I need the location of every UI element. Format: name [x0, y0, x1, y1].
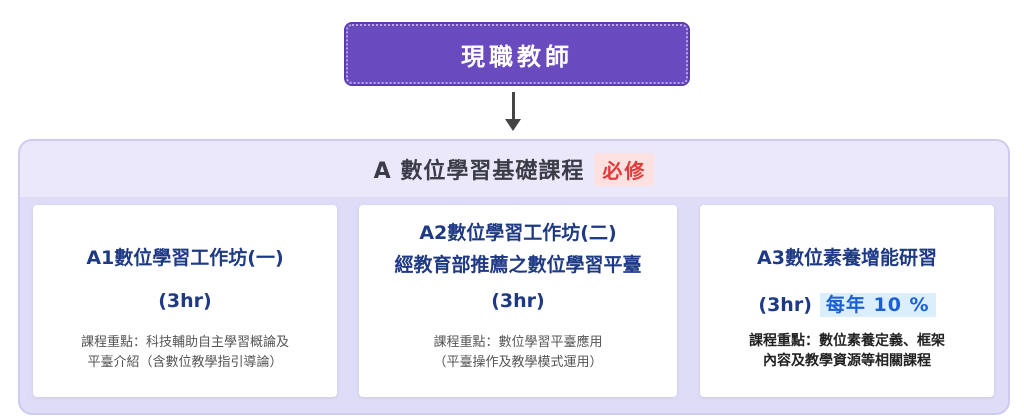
card-note-line: 課程重點：數位素養定義、框架 [749, 333, 945, 349]
card-note-line: 平臺介紹（含數位教學指引導論） [87, 355, 283, 370]
panel-title: A 數位學習基礎課程 [373, 159, 585, 184]
card-hours-row: (3hr) 每年 10 % [700, 290, 994, 317]
required-badge: 必修 [594, 152, 655, 186]
card-title-line: 經教育部推薦之數位學習平臺 [394, 254, 642, 276]
course-card-a2: A2數位學習工作坊(二) 經教育部推薦之數位學習平臺 (3hr) 課程重點：數位… [359, 205, 677, 397]
card-title-line: A2數位學習工作坊(二) [419, 222, 617, 244]
card-note: 課程重點：數位素養定義、框架 內容及教學資源等相關課程 [700, 331, 994, 371]
card-note-line: （平臺操作及教學模式運用） [433, 355, 603, 370]
panel-header: A 數位學習基礎課程 必修 [20, 141, 1008, 197]
card-hours: (3hr) [158, 290, 212, 312]
down-arrow-icon [512, 92, 515, 122]
course-card-a1: A1數位學習工作坊(一) (3hr) 課程重點：科技輔助自主學習概論及 平臺介紹… [33, 205, 337, 397]
course-card-a3: A3數位素養增能研習 (3hr) 每年 10 % 課程重點：數位素養定義、框架 內… [700, 205, 994, 397]
top-node-label: 現職教師 [461, 42, 573, 71]
card-note: 課程重點：數位學習平臺應用 （平臺操作及教學模式運用） [359, 333, 677, 373]
card-note-line: 內容及教學資源等相關課程 [763, 353, 931, 369]
top-node-box: 現職教師 [344, 22, 690, 86]
card-title: A3數位素養增能研習 [757, 247, 937, 269]
card-note-line: 課程重點：科技輔助自主學習概論及 [80, 335, 289, 350]
arrow-head-icon [505, 119, 521, 131]
card-hours: (3hr) [491, 290, 545, 312]
card-title: A2數位學習工作坊(二) 經教育部推薦之數位學習平臺 [359, 217, 677, 281]
yearly-percentage-badge: 每年 10 % [819, 293, 936, 317]
card-title: A1數位學習工作坊(一) [86, 247, 284, 269]
card-note: 課程重點：科技輔助自主學習概論及 平臺介紹（含數位教學指引導論） [33, 333, 337, 373]
card-note-line: 課程重點：數位學習平臺應用 [433, 335, 603, 350]
card-hours: (3hr) [758, 294, 812, 316]
